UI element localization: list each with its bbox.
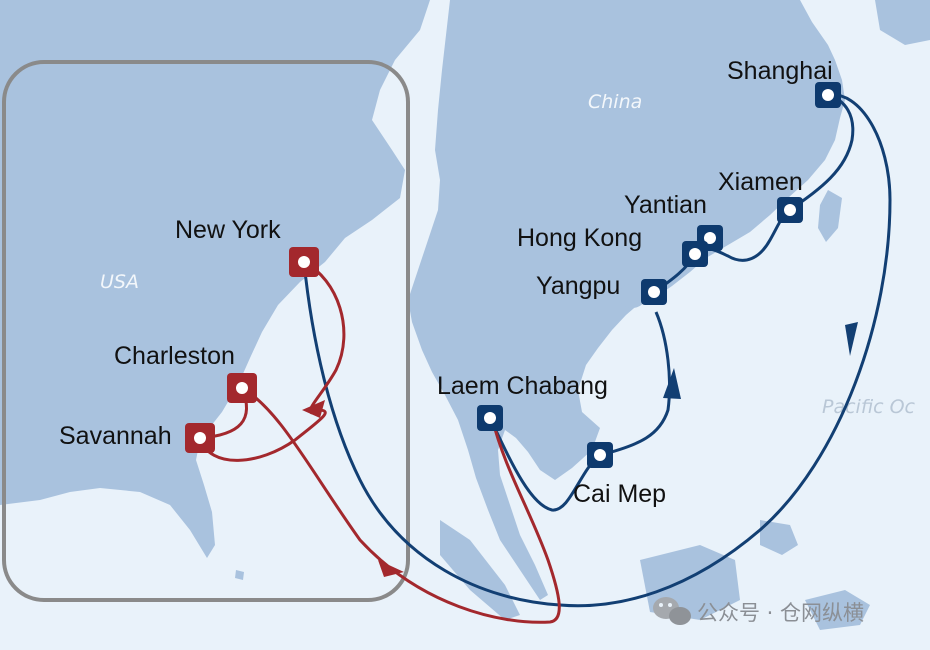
port-marker-shanghai[interactable] [815,82,841,108]
port-label-cai-mep: Cai Mep [573,480,666,508]
route-us-charleston-to-asia [241,386,561,624]
port-label-shanghai: Shanghai [727,57,833,85]
route-asia-laem-to-caimep [488,417,601,512]
port-marker-charleston[interactable] [227,373,257,403]
port-label-hong-kong: Hong Kong [517,224,642,252]
route-asia-xiamen-to-shanghai [789,93,855,212]
port-marker-new-york[interactable] [289,247,319,277]
route-us-newyork-loop [303,260,346,415]
port-marker-cai-mep[interactable] [587,442,613,468]
wechat-icon [653,597,691,625]
route-us-direction-arrow-south [302,400,325,418]
port-marker-hong-kong[interactable] [682,241,708,267]
region-label-pacific: Pacific Oc [822,396,916,418]
port-marker-laem-chabang[interactable] [477,405,503,431]
caribbean-island [235,570,244,580]
port-label-xiamen: Xiamen [718,168,803,196]
port-label-savannah: Savannah [59,422,172,450]
japan-islands [875,0,930,45]
route-asia-shanghai-to-pacific [559,93,892,608]
watermark-text: 公众号 · 仓网纵横 [697,601,864,625]
route-asia-direction-arrow-south [845,322,858,356]
port-label-yantian: Yantian [624,191,707,219]
route-asia-caimep-to-yangpu [599,311,671,457]
hainan-island [618,284,646,308]
route-us-savannah-loop [198,408,327,462]
taiwan-island [818,190,842,242]
region-label-china: China [588,91,642,113]
port-label-yangpu: Yangpu [536,272,620,300]
route-pacific-to-new-york [302,261,561,607]
port-label-charleston: Charleston [114,342,235,370]
port-marker-xiamen[interactable] [777,197,803,223]
north-america-land [0,0,430,558]
port-label-new-york: New York [175,216,281,244]
canada-island [355,82,378,112]
region-label-usa: USA [100,271,139,293]
us-east-coast-frame [2,60,410,602]
port-marker-savannah[interactable] [185,423,215,453]
philippines-islands [760,520,870,630]
port-label-laem-chabang: Laem Chabang [437,372,608,400]
port-marker-yangpu[interactable] [641,279,667,305]
route-asia-direction-arrow-north [663,368,681,399]
route-us-direction-arrow-east [378,560,404,577]
